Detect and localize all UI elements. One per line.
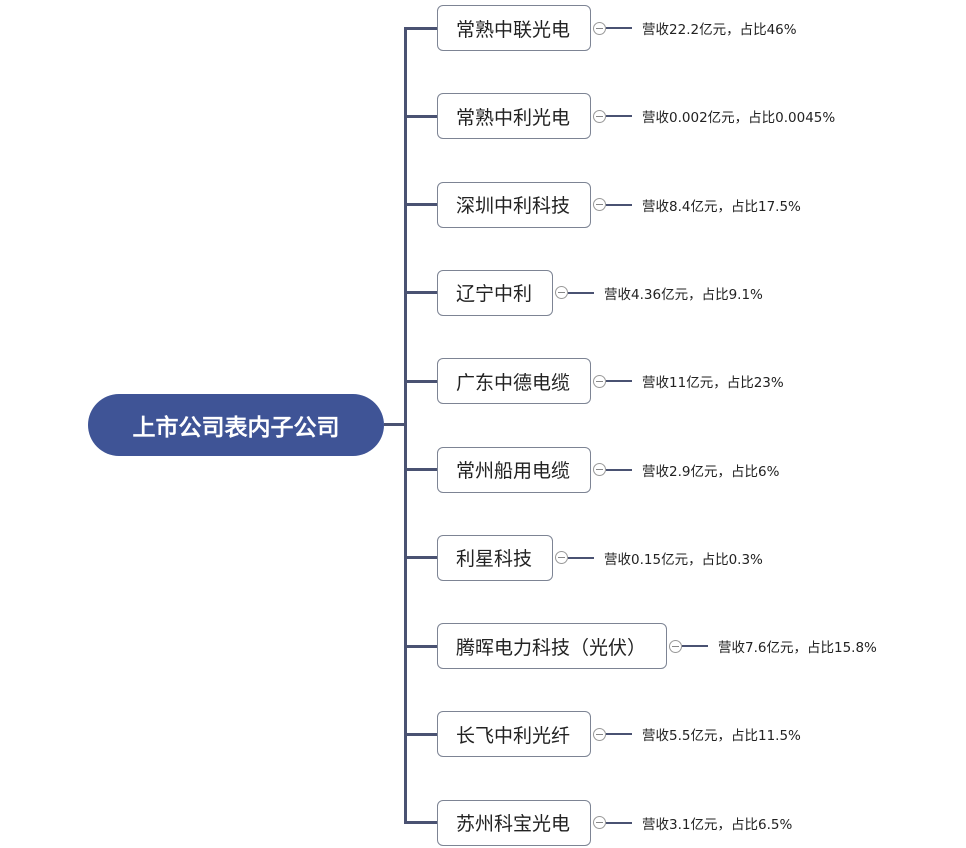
- branch-connector: [404, 821, 437, 825]
- child-row: 广东中德电缆 营收11亿元，占比23%: [404, 358, 784, 405]
- child-row: 辽宁中利 营收4.36亿元，占比9.1%: [404, 269, 763, 316]
- collapse-icon[interactable]: [555, 551, 569, 565]
- child-row: 利星科技 营收0.15亿元，占比0.3%: [404, 534, 763, 581]
- branch-connector: [404, 203, 437, 207]
- root-node[interactable]: 上市公司表内子公司: [88, 394, 384, 456]
- revenue-note[interactable]: 营收0.15亿元，占比0.3%: [604, 551, 763, 568]
- leaf-connector: [568, 556, 595, 559]
- trunk-connector: [404, 27, 407, 823]
- child-row: 苏州科宝光电 营收3.1亿元，占比6.5%: [404, 799, 793, 846]
- collapse-icon[interactable]: [593, 198, 607, 212]
- leaf-connector: [606, 380, 633, 383]
- child-row: 常州船用电缆 营收2.9亿元，占比6%: [404, 446, 780, 493]
- child-node[interactable]: 长飞中利光纤: [437, 711, 592, 758]
- revenue-note[interactable]: 营收22.2亿元，占比46%: [642, 22, 797, 38]
- branch-connector: [404, 644, 437, 648]
- revenue-note[interactable]: 营收5.5亿元，占比11.5%: [642, 728, 801, 745]
- collapse-icon[interactable]: [593, 109, 607, 123]
- branch-connector: [404, 291, 437, 295]
- leaf-connector: [682, 645, 709, 648]
- child-node[interactable]: 常熟中利光电: [437, 93, 592, 140]
- child-row: 长飞中利光纤 营收5.5亿元，占比11.5%: [404, 711, 801, 758]
- revenue-note[interactable]: 营收2.9亿元，占比6%: [642, 463, 780, 480]
- leaf-connector: [606, 203, 633, 206]
- leaf-connector: [606, 468, 633, 471]
- child-node[interactable]: 苏州科宝光电: [437, 799, 592, 846]
- leaf-connector: [606, 821, 633, 824]
- collapse-icon[interactable]: [669, 639, 683, 653]
- child-node[interactable]: 常熟中联光电: [437, 5, 592, 51]
- revenue-note[interactable]: 营收11亿元，占比23%: [642, 375, 784, 392]
- collapse-icon[interactable]: [593, 463, 607, 476]
- collapse-icon[interactable]: [593, 21, 607, 35]
- revenue-note[interactable]: 营收0.002亿元，占比0.0045%: [642, 110, 836, 127]
- child-node[interactable]: 辽宁中利: [437, 269, 554, 316]
- child-row: 常熟中利光电 营收0.002亿元，占比0.0045%: [404, 93, 836, 140]
- collapse-icon[interactable]: [593, 727, 607, 741]
- collapse-icon[interactable]: [593, 816, 607, 830]
- child-node[interactable]: 深圳中利科技: [437, 181, 592, 228]
- revenue-note[interactable]: 营收3.1亿元，占比6.5%: [642, 816, 793, 833]
- child-row: 常熟中联光电 营收22.2亿元，占比46%: [404, 5, 797, 51]
- child-row: 腾晖电力科技（光伏） 营收7.6亿元，占比15.8%: [404, 623, 877, 670]
- branch-connector: [404, 732, 437, 736]
- branch-connector: [404, 556, 437, 560]
- branch-connector: [404, 379, 437, 383]
- branch-connector: [404, 468, 437, 471]
- collapse-icon[interactable]: [555, 286, 569, 300]
- branch-connector: [404, 26, 437, 30]
- child-node[interactable]: 广东中德电缆: [437, 358, 592, 405]
- revenue-note[interactable]: 营收7.6亿元，占比15.8%: [718, 640, 877, 657]
- revenue-note[interactable]: 营收4.36亿元，占比9.1%: [604, 286, 763, 303]
- child-node[interactable]: 腾晖电力科技（光伏）: [437, 623, 668, 670]
- leaf-connector: [606, 733, 633, 736]
- collapse-icon[interactable]: [593, 374, 607, 388]
- branch-connector: [404, 114, 437, 118]
- child-node[interactable]: 常州船用电缆: [437, 446, 592, 493]
- revenue-note[interactable]: 营收8.4亿元，占比17.5%: [642, 198, 801, 215]
- child-row: 深圳中利科技 营收8.4亿元，占比17.5%: [404, 181, 801, 228]
- leaf-connector: [606, 27, 633, 29]
- leaf-connector: [568, 291, 595, 294]
- root-connector: [384, 423, 407, 426]
- leaf-connector: [606, 115, 633, 118]
- child-node[interactable]: 利星科技: [437, 534, 554, 581]
